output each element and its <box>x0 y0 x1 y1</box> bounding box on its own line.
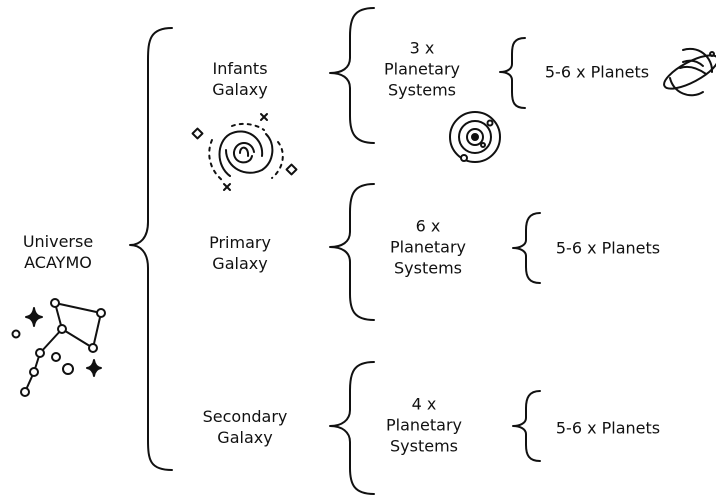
constellation-icon <box>13 299 106 396</box>
planets-text: 5-6 x Planets <box>544 62 650 82</box>
planets-text: 5-6 x Planets <box>555 418 661 438</box>
galaxy-label-line2: Galaxy <box>212 80 268 99</box>
brace-planets-1 <box>500 38 525 108</box>
brace-planets-3 <box>513 391 540 461</box>
planet-icon <box>660 49 716 95</box>
systems-word1: Planetary <box>385 415 463 435</box>
brace-secondary <box>330 362 374 494</box>
systems-count: 3 x <box>409 38 435 58</box>
galaxy-label-infants: Infants Galaxy <box>212 58 267 100</box>
root-label-line1: Universe <box>22 232 94 251</box>
brace-infants <box>330 8 374 143</box>
root-label-line2: ACAYMO <box>24 253 92 272</box>
systems-word2: Systems <box>389 436 458 456</box>
galaxy-label-line1: Primary <box>209 233 271 252</box>
brace-planets-2 <box>513 213 540 283</box>
systems-count: 4 x <box>411 394 437 414</box>
solar-system-icon <box>450 112 500 162</box>
systems-label-infants: 3 x Planetary Systems <box>384 38 460 101</box>
systems-count: 6 x <box>415 216 441 236</box>
systems-label-secondary: 4 x Planetary Systems <box>386 394 462 457</box>
planets-label-primary: 5-6 x Planets <box>556 238 660 259</box>
galaxy-icon <box>191 114 298 190</box>
systems-word2: Systems <box>393 258 462 278</box>
galaxy-label-secondary: Secondary Galaxy <box>203 406 288 448</box>
galaxy-label-line1: Secondary <box>202 407 288 426</box>
brace-primary <box>330 184 374 320</box>
planets-label-secondary: 5-6 x Planets <box>556 418 660 439</box>
planets-label-infants: 5-6 x Planets <box>545 62 649 83</box>
systems-word2: Systems <box>387 80 456 100</box>
systems-word1: Planetary <box>383 59 461 79</box>
systems-label-primary: 6 x Planetary Systems <box>390 216 466 279</box>
systems-word1: Planetary <box>389 237 467 257</box>
root-label: Universe ACAYMO <box>23 231 93 273</box>
galaxy-label-line2: Galaxy <box>212 254 268 273</box>
brace-root <box>130 28 172 470</box>
planets-text: 5-6 x Planets <box>555 238 661 258</box>
galaxy-label-line1: Infants <box>212 59 268 78</box>
galaxy-label-primary: Primary Galaxy <box>209 232 271 274</box>
galaxy-label-line2: Galaxy <box>217 428 273 447</box>
